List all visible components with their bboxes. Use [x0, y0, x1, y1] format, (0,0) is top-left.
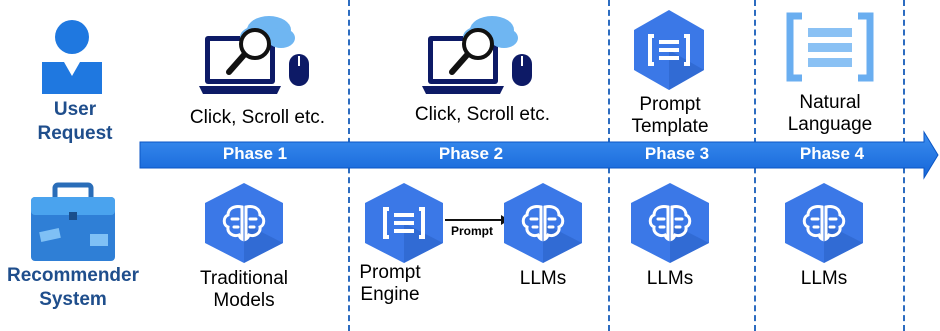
system-label-line2: System	[39, 289, 107, 310]
phase-3-request-label: Prompt Template	[620, 94, 720, 138]
phase-4-llm-brain-icon	[781, 181, 867, 265]
phase-3-model-label: LLMs	[646, 268, 694, 289]
phase-3-request-line2: Template	[631, 116, 709, 137]
user-icon	[42, 20, 102, 94]
prompt-engine-line2: Engine	[360, 284, 420, 305]
phase-1-model-label: Traditional Models	[184, 268, 304, 312]
traditional-models-brain-icon	[201, 181, 287, 265]
phase-1-label: Phase 1	[222, 144, 288, 163]
phase-1-request-label: Click, Scroll etc.	[189, 107, 326, 128]
phase-4-label: Phase 4	[799, 144, 865, 163]
phase-2-model-label: LLMs	[519, 268, 567, 289]
phase-3-label: Phase 3	[644, 144, 710, 163]
prompt-engine-icon	[365, 183, 443, 263]
phase-3-request-line1: Prompt	[639, 94, 701, 115]
laptop-cloud-mouse-icon	[422, 16, 532, 94]
phase-1-model-line2: Models	[213, 290, 275, 311]
phase-4-request-label: Natural Language	[780, 92, 880, 136]
laptop-cloud-mouse-icon	[199, 16, 309, 94]
phase-3-llm-brain-icon	[627, 181, 713, 265]
toolbox-icon	[31, 182, 115, 261]
phase-2-request-label: Click, Scroll etc.	[414, 104, 551, 125]
natural-language-icon	[786, 12, 874, 82]
phase-1-model-line1: Traditional	[199, 268, 288, 289]
prompt-engine-line1: Prompt	[359, 262, 421, 283]
timeline-arrow	[139, 130, 939, 180]
prompt-arrow-label: Prompt	[451, 224, 493, 238]
prompt-engine-label: Prompt Engine	[350, 262, 430, 306]
phase-4-request-line2: Language	[787, 114, 873, 135]
user-label-line2: Request	[37, 123, 113, 144]
phase-4-model-label: LLMs	[800, 268, 848, 289]
user-label-line1: User	[53, 99, 97, 120]
phase-2-llm-brain-icon	[500, 181, 586, 265]
prompt-template-icon	[634, 10, 704, 90]
system-label-line1: Recommender	[7, 265, 139, 286]
phase-4-request-line1: Natural	[799, 92, 861, 113]
phase-2-label: Phase 2	[438, 144, 504, 163]
recommender-system-label: Recommender System	[0, 264, 146, 312]
user-request-label: User Request	[30, 98, 120, 146]
